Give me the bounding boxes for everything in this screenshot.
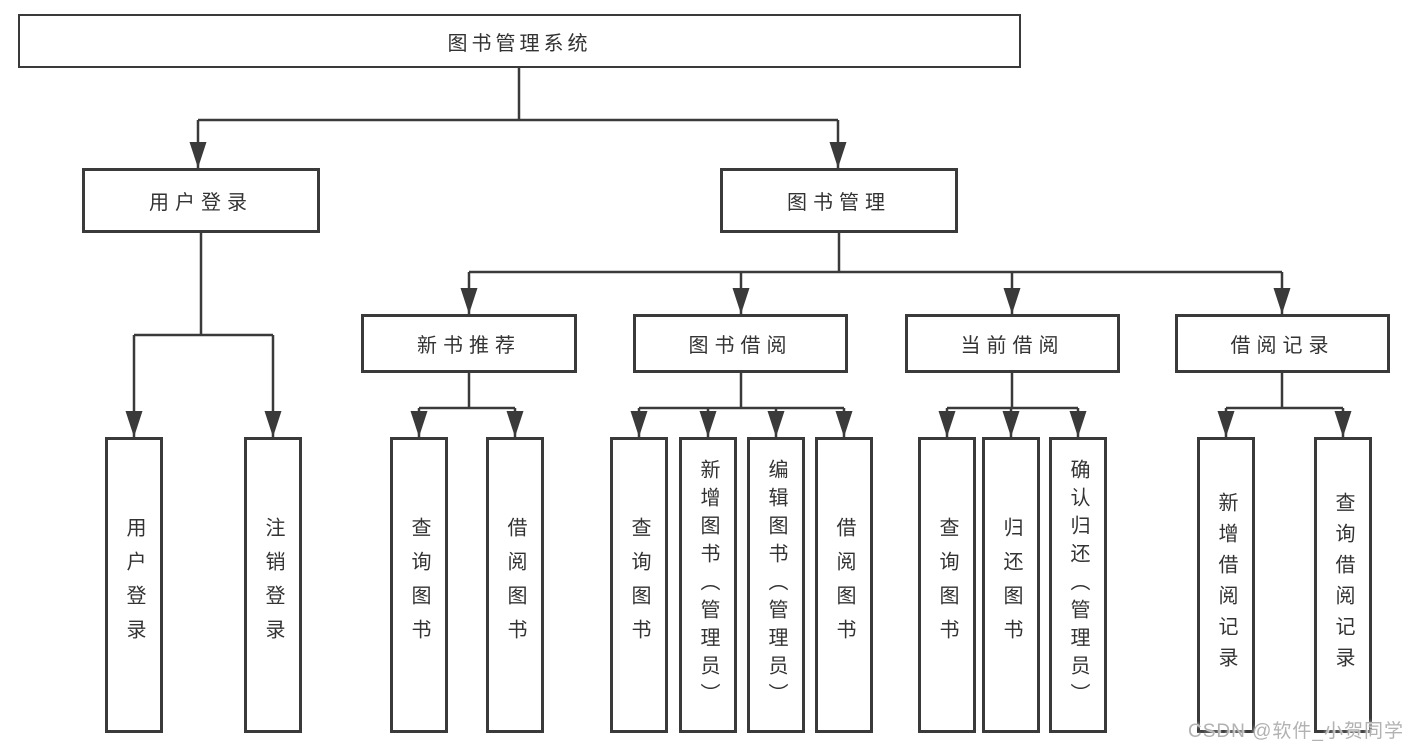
node-query-books-recommend: 查询图书 (390, 437, 448, 733)
node-edit-books-admin: 编辑图书（管理员） (747, 437, 805, 733)
node-label: 编辑图书（管理员） (765, 459, 787, 711)
node-book-borrowing: 图书借阅 (633, 314, 848, 373)
node-label: 查询图书 (408, 517, 430, 653)
node-book-management: 图书管理 (720, 168, 958, 233)
node-add-borrow-record: 新增借阅记录 (1197, 437, 1255, 733)
node-return-books: 归还图书 (982, 437, 1040, 733)
node-label: 图书管理 (787, 192, 891, 214)
node-query-books-current: 查询图书 (918, 437, 976, 733)
node-label: 图书借阅 (688, 335, 793, 357)
node-new-book-recommendation: 新书推荐 (361, 314, 577, 373)
node-current-borrowing: 当前借阅 (905, 314, 1120, 373)
node-label: 归还图书 (1000, 517, 1022, 653)
node-label: 新书推荐 (417, 335, 521, 357)
node-label: 图书管理系统 (447, 32, 592, 55)
node-query-borrow-record: 查询借阅记录 (1314, 437, 1372, 733)
node-label: 查询图书 (628, 517, 650, 653)
node-label: 查询图书 (936, 517, 958, 653)
node-query-books-borrowing: 查询图书 (610, 437, 668, 733)
node-label: 注销登录 (262, 517, 284, 653)
node-label: 借阅记录 (1230, 335, 1335, 357)
node-user-login: 用户登录 (82, 168, 320, 233)
node-label: 新增图书（管理员） (697, 459, 719, 711)
node-borrow-books-recommend: 借阅图书 (486, 437, 544, 733)
node-borrowing-records: 借阅记录 (1175, 314, 1390, 373)
node-label: 用户登录 (149, 192, 253, 214)
node-label: 借阅图书 (504, 517, 526, 653)
node-add-books-admin: 新增图书（管理员） (679, 437, 737, 733)
watermark: CSDN @软件_小贺同学 (1188, 721, 1404, 742)
node-confirm-return-admin: 确认归还（管理员） (1049, 437, 1107, 733)
node-borrow-books: 借阅图书 (815, 437, 873, 733)
node-library-management-system: 图书管理系统 (18, 14, 1021, 68)
node-logout: 注销登录 (244, 437, 302, 733)
node-label: 用户登录 (123, 517, 145, 653)
node-label: 借阅图书 (833, 517, 855, 653)
node-user-login-leaf: 用户登录 (105, 437, 163, 733)
node-label: 当前借阅 (960, 335, 1065, 357)
node-label: 确认归还（管理员） (1067, 459, 1089, 711)
node-label: 新增借阅记录 (1215, 492, 1237, 678)
node-label: 查询借阅记录 (1332, 492, 1354, 678)
